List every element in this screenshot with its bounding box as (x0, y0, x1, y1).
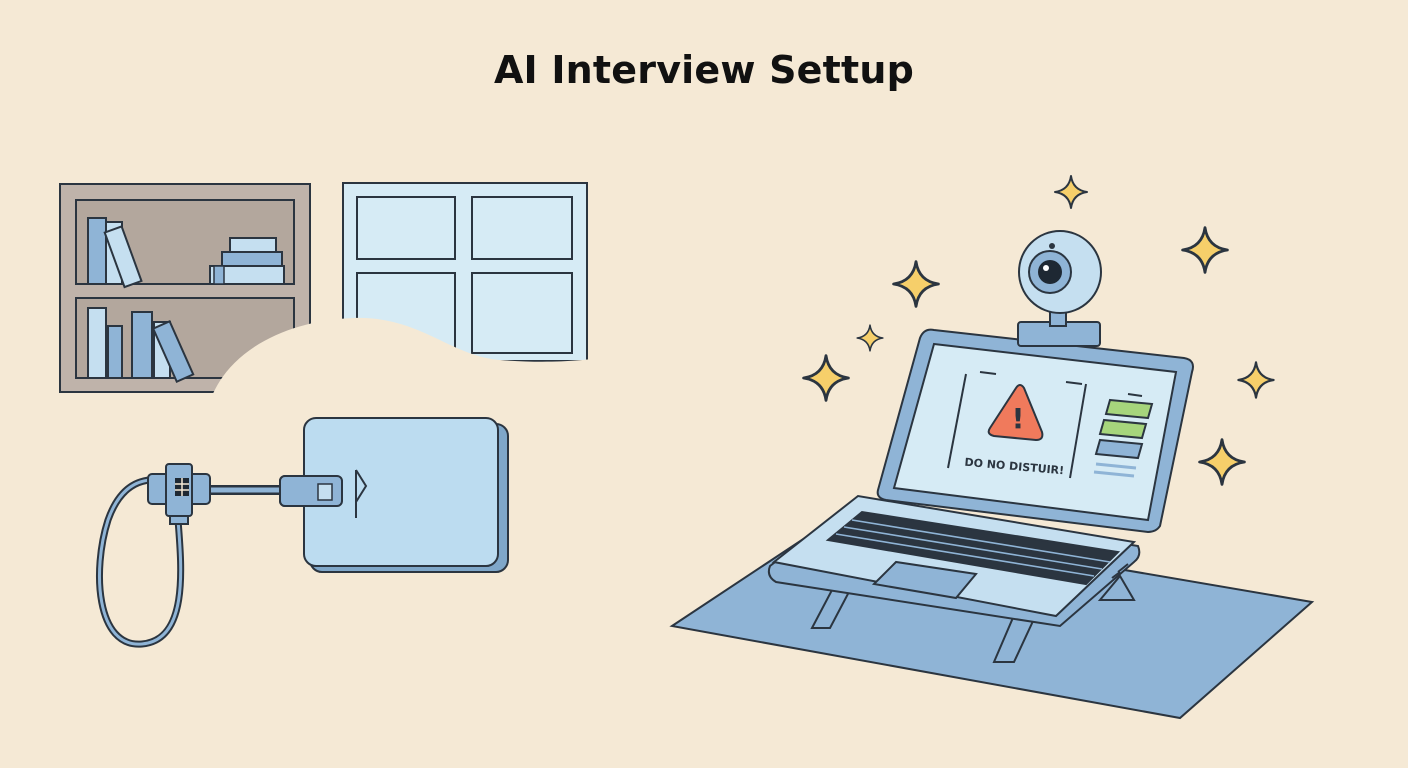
sparkle-icon (1054, 175, 1088, 209)
sparkle-icon (1181, 226, 1229, 274)
page-title: AI Interview Settup (493, 48, 915, 92)
status-bar (1094, 438, 1144, 460)
sparkle-icon (1198, 438, 1246, 486)
status-bar (1104, 398, 1154, 420)
bookshelf-icon (59, 183, 311, 393)
warning-symbol: ! (1012, 402, 1025, 435)
sparkle-icon (856, 324, 884, 352)
warning-icon: ! (987, 384, 1044, 441)
power-adapter-icon (279, 417, 509, 573)
status-bar (1098, 418, 1148, 440)
sparkle-icon (892, 260, 940, 308)
sparkle-icon (1237, 361, 1275, 399)
sparkle-icon (802, 354, 850, 402)
webcam-icon (1017, 230, 1102, 347)
background-blob (212, 317, 600, 410)
